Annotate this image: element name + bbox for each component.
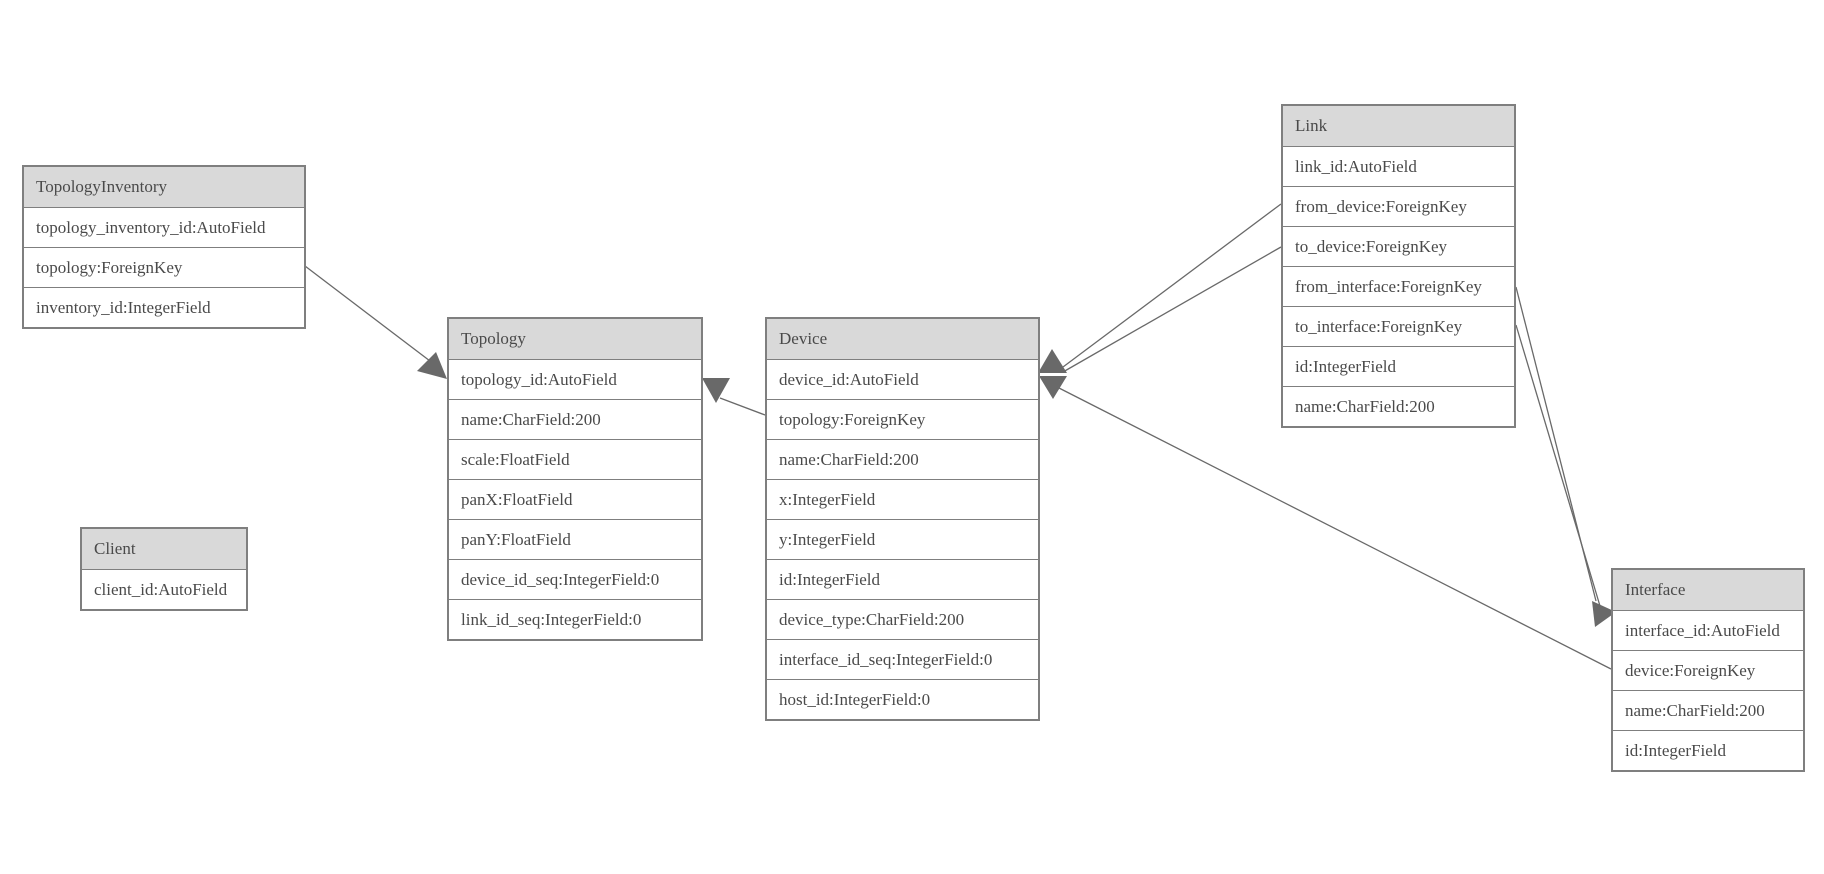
row-device-id: id:IntegerField [767, 559, 1038, 599]
relationship-arrowhead-icon [702, 378, 730, 403]
relationship-arrowhead-icon [1039, 376, 1067, 399]
table-topology[interactable]: Topology topology_id:AutoField name:Char… [447, 317, 703, 641]
table-topology-inventory[interactable]: TopologyInventory topology_inventory_id:… [22, 165, 306, 329]
row-device-x: x:IntegerField [767, 479, 1038, 519]
row-device-device-id: device_id:AutoField [767, 359, 1038, 399]
table-header-topology-inventory: TopologyInventory [24, 167, 304, 207]
relationship-line [1515, 286, 1597, 602]
row-device-topology: topology:ForeignKey [767, 399, 1038, 439]
relationship-line [1056, 386, 1612, 670]
relationship-line [304, 265, 431, 362]
row-device-name: name:CharField:200 [767, 439, 1038, 479]
row-interface-id: id:IntegerField [1613, 730, 1803, 770]
row-link-from-device: from_device:ForeignKey [1283, 186, 1514, 226]
row-topology-pany: panY:FloatField [449, 519, 701, 559]
relationship-line [1515, 324, 1601, 607]
relationship-line [1062, 246, 1282, 373]
table-header-client: Client [82, 529, 246, 569]
row-interface-device: device:ForeignKey [1613, 650, 1803, 690]
row-device-interface-id-seq: interface_id_seq:IntegerField:0 [767, 639, 1038, 679]
row-interface-interface-id: interface_id:AutoField [1613, 610, 1803, 650]
row-topology-inventory-topology: topology:ForeignKey [24, 247, 304, 287]
row-topology-device-id-seq: device_id_seq:IntegerField:0 [449, 559, 701, 599]
row-topology-topology-id: topology_id:AutoField [449, 359, 701, 399]
row-topology-inventory-inventory-id: inventory_id:IntegerField [24, 287, 304, 327]
relationship-arrowhead-icon [417, 352, 447, 379]
table-header-interface: Interface [1613, 570, 1803, 610]
table-header-link: Link [1283, 106, 1514, 146]
table-header-topology: Topology [449, 319, 701, 359]
table-header-device: Device [767, 319, 1038, 359]
table-client[interactable]: Client client_id:AutoField [80, 527, 248, 611]
row-link-link-id: link_id:AutoField [1283, 146, 1514, 186]
row-link-to-interface: to_interface:ForeignKey [1283, 306, 1514, 346]
row-device-host-id: host_id:IntegerField:0 [767, 679, 1038, 719]
row-topology-scale: scale:FloatField [449, 439, 701, 479]
row-device-y: y:IntegerField [767, 519, 1038, 559]
row-link-name: name:CharField:200 [1283, 386, 1514, 426]
relationship-line [1062, 203, 1282, 368]
row-link-to-device: to_device:ForeignKey [1283, 226, 1514, 266]
table-device[interactable]: Device device_id:AutoField topology:Fore… [765, 317, 1040, 721]
row-client-client-id: client_id:AutoField [82, 569, 246, 609]
table-link[interactable]: Link link_id:AutoField from_device:Forei… [1281, 104, 1516, 428]
row-topology-panx: panX:FloatField [449, 479, 701, 519]
row-topology-inventory-id: topology_inventory_id:AutoField [24, 207, 304, 247]
row-interface-name: name:CharField:200 [1613, 690, 1803, 730]
table-interface[interactable]: Interface interface_id:AutoField device:… [1611, 568, 1805, 772]
row-topology-name: name:CharField:200 [449, 399, 701, 439]
relationship-arrowhead-icon [1038, 349, 1067, 373]
row-link-id: id:IntegerField [1283, 346, 1514, 386]
row-device-device-type: device_type:CharField:200 [767, 599, 1038, 639]
row-link-from-interface: from_interface:ForeignKey [1283, 266, 1514, 306]
relationship-line [719, 397, 766, 416]
row-topology-link-id-seq: link_id_seq:IntegerField:0 [449, 599, 701, 639]
